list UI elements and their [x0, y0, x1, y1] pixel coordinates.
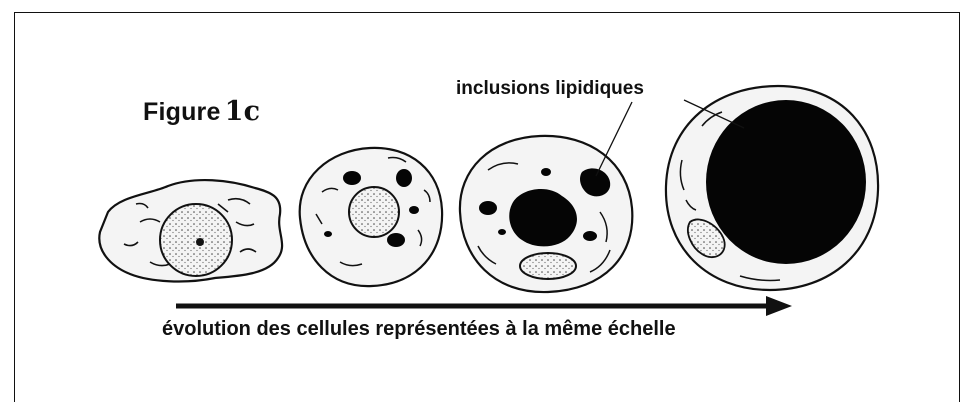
nucleus-2 [349, 187, 399, 237]
nucleus-3 [520, 253, 576, 279]
lipid-droplet-4 [706, 100, 866, 264]
nucleus-1 [160, 204, 232, 276]
evolution-arrow [176, 296, 792, 316]
nucleolus-1 [196, 238, 204, 246]
cell-stage-4 [666, 86, 878, 290]
cell-stage-3 [460, 136, 632, 292]
cell-stage-1 [99, 180, 282, 281]
cell-stage-2 [300, 148, 442, 286]
